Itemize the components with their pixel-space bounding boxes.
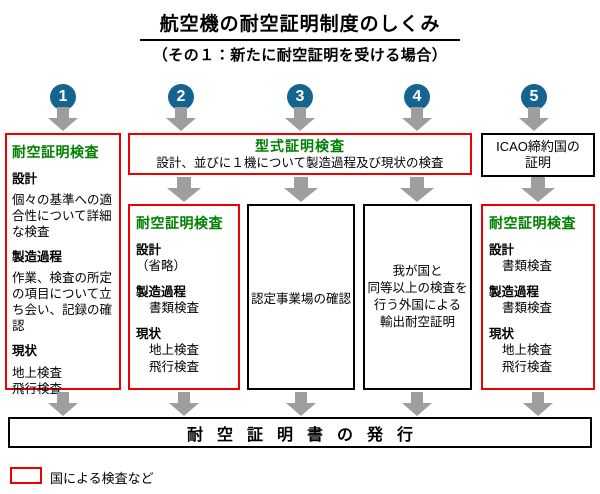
foreign-export-certification-box: 我が国と 同等以上の検査を 行う外国による 輸出耐空証明	[363, 204, 472, 390]
box1-ground-inspection: 地上検査	[12, 366, 63, 380]
down-arrow-icon	[166, 107, 196, 131]
box5-ground-inspection: 地上検査	[502, 343, 553, 357]
box2-process-label: 製造過程	[136, 285, 187, 299]
box1-heading: 耐空証明検査	[12, 144, 99, 160]
box4-line2: 同等以上の検査を	[367, 281, 468, 295]
issuance-text: 耐空証明書の発行	[186, 426, 427, 444]
airworthiness-inspection-box-1: 耐空証明検査 設計 個々の基準への適合性について詳細な検査 製造過程 作業、検査…	[5, 133, 121, 396]
header: 航空機の耐空証明制度のしくみ （その１：新たに耐空証明を受ける場合）	[0, 9, 600, 65]
down-arrow-icon	[519, 107, 549, 131]
box1-process-detail: 作業、検査の所定の項目について立ち会い、記録の確認	[12, 271, 113, 333]
box2-current-label: 現状	[136, 327, 162, 341]
box2-design-label: 設計	[136, 243, 162, 257]
down-arrow-icon	[402, 107, 432, 131]
box5-heading: 耐空証明検査	[489, 215, 576, 231]
box3-text: 認定事業場の確認	[250, 291, 351, 306]
down-arrow-icon	[521, 177, 555, 202]
box1-design-detail: 個々の基準への適合性について詳細な検査	[12, 193, 113, 239]
step-2-badge: 2	[168, 84, 194, 110]
box1-current-label: 現状	[12, 344, 38, 358]
box2-ground-inspection: 地上検査	[149, 343, 200, 357]
box5-process-detail: 書類検査	[502, 301, 553, 315]
icao-line1: ICAO締約国の	[496, 139, 580, 154]
box2-process-detail: 書類検査	[149, 301, 200, 315]
certificate-issuance-box: 耐空証明書の発行	[8, 417, 592, 448]
page-title: 航空機の耐空証明制度のしくみ	[139, 9, 461, 41]
box2-flight-inspection: 飛行検査	[149, 360, 200, 374]
down-arrow-icon	[167, 177, 201, 202]
box1-process-label: 製造過程	[12, 250, 63, 264]
down-arrow-icon	[400, 177, 434, 202]
certified-workshop-box: 認定事業場の確認	[247, 204, 355, 390]
airworthiness-inspection-box-2: 耐空証明検査 設計 （省略） 製造過程 書類検査 現状 地上検査 飛行検査	[128, 204, 240, 390]
box1-flight-inspection: 飛行検査	[12, 382, 63, 396]
page-subtitle: （その１：新たに耐空証明を受ける場合）	[152, 47, 448, 64]
down-arrow-icon	[48, 392, 78, 416]
icao-state-certification-box: ICAO締約国の 証明	[481, 133, 595, 177]
down-arrow-icon	[402, 392, 432, 416]
box5-flight-inspection: 飛行検査	[502, 360, 553, 374]
box5-current-label: 現状	[489, 327, 515, 341]
legend-label: 国による検査など	[50, 471, 154, 486]
box4-line1: 我が国と	[392, 264, 443, 278]
type-cert-detail: 設計、並びに１機について製造過程及び現状の検査	[156, 156, 444, 170]
down-arrow-icon	[48, 107, 78, 131]
box2-heading: 耐空証明検査	[136, 215, 223, 231]
step-4-badge: 4	[404, 84, 430, 110]
icao-line2: 証明	[524, 155, 551, 170]
type-cert-heading: 型式証明検査	[255, 138, 345, 154]
box5-process-label: 製造過程	[489, 285, 540, 299]
box5-design-label: 設計	[489, 243, 515, 257]
box2-design-detail: （省略）	[136, 259, 187, 273]
step-1-badge: 1	[50, 84, 76, 110]
down-arrow-icon	[284, 177, 318, 202]
step-3-badge: 3	[287, 84, 313, 110]
legend-red-box-swatch	[10, 467, 42, 484]
down-arrow-icon	[523, 392, 553, 416]
box1-design-label: 設計	[12, 172, 38, 186]
down-arrow-icon	[285, 107, 315, 131]
box5-design-detail: 書類検査	[502, 259, 553, 273]
step-5-badge: 5	[521, 84, 547, 110]
down-arrow-icon	[169, 392, 199, 416]
type-certification-box: 型式証明検査 設計、並びに１機について製造過程及び現状の検査	[128, 133, 472, 175]
box4-line3: 行う外国による	[373, 298, 462, 312]
airworthiness-inspection-box-5: 耐空証明検査 設計 書類検査 製造過程 書類検査 現状 地上検査 飛行検査	[481, 204, 595, 390]
box4-line4: 輸出耐空証明	[379, 315, 455, 329]
down-arrow-icon	[286, 392, 316, 416]
